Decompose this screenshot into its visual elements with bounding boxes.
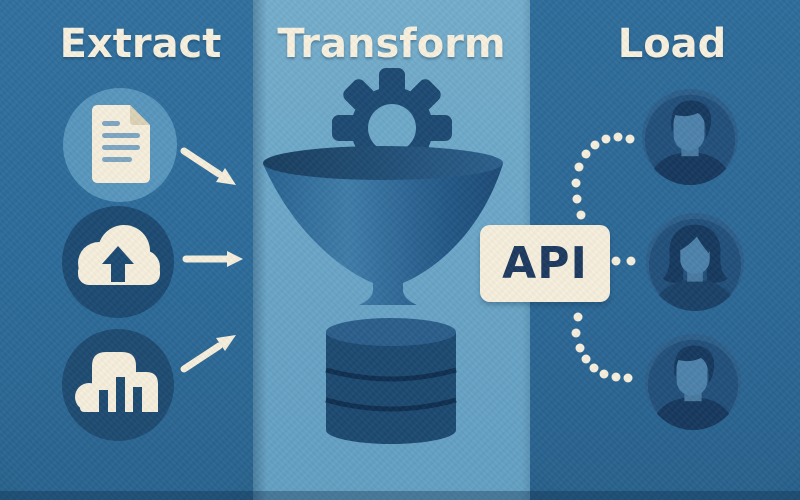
arrow-right-icon — [182, 251, 243, 267]
cloud-upload-icon — [62, 206, 174, 318]
extract-heading: Extract — [59, 21, 222, 67]
funnel-icon — [263, 146, 503, 305]
arrow-up-right-icon — [180, 335, 236, 373]
user-avatar-male-1 — [642, 89, 738, 185]
dotted-curve-bottom — [571, 312, 633, 383]
transform-heading: Transform — [277, 21, 506, 67]
user-avatar-male-2 — [645, 334, 741, 430]
api-label: API — [502, 237, 588, 289]
load-heading: Load — [617, 21, 727, 67]
dotted-line-middle — [611, 256, 636, 266]
dotted-curve-top — [571, 132, 635, 220]
load-connectors — [571, 132, 636, 383]
user-avatar-female — [646, 213, 744, 311]
database-icon — [325, 318, 457, 444]
arrow-down-right-icon — [180, 147, 236, 185]
extract-illustration — [62, 88, 243, 441]
transform-illustration — [263, 68, 503, 444]
api-badge: API — [480, 225, 610, 302]
document-icon — [63, 88, 177, 202]
bar-chart-building-icon — [62, 329, 174, 441]
